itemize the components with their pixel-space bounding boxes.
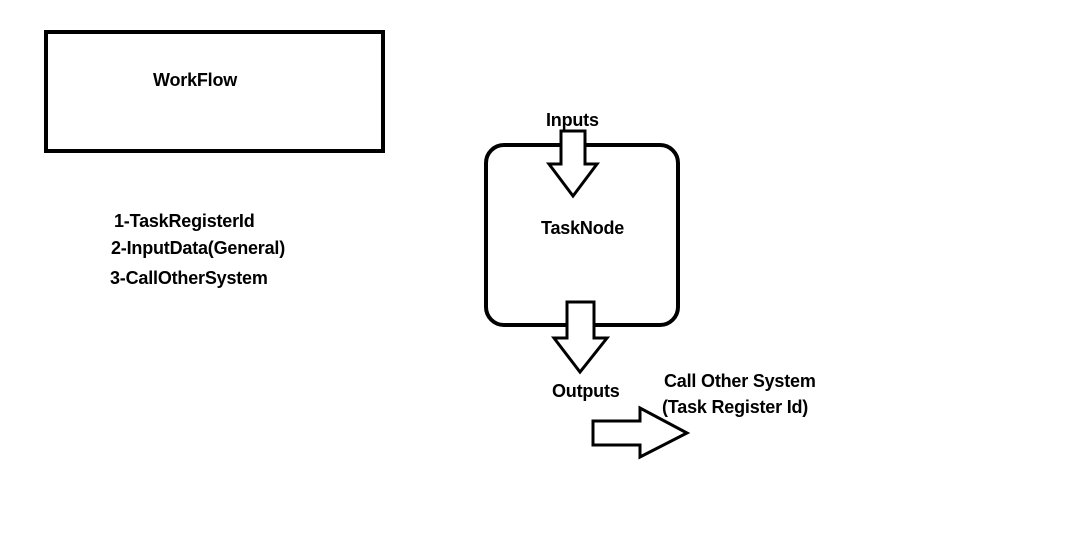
list-item: 2-InputData(General) — [111, 238, 286, 258]
inputs-arrow-icon — [546, 129, 600, 199]
call-system-arrow-icon — [591, 405, 691, 460]
list-item: 3-CallOtherSystem — [110, 268, 268, 288]
workflow-title: WorkFlow — [153, 70, 238, 90]
outputs-arrow-icon — [550, 300, 611, 375]
list-item: 1-TaskRegisterId — [114, 211, 255, 231]
call-system-label-line1: Call Other System — [664, 371, 816, 391]
call-system-label-line2: (Task Register Id) — [662, 397, 809, 417]
inputs-label: Inputs — [546, 110, 599, 130]
workflow-box — [44, 30, 385, 153]
outputs-label: Outputs — [552, 381, 620, 401]
tasknode-title: TaskNode — [541, 218, 625, 238]
